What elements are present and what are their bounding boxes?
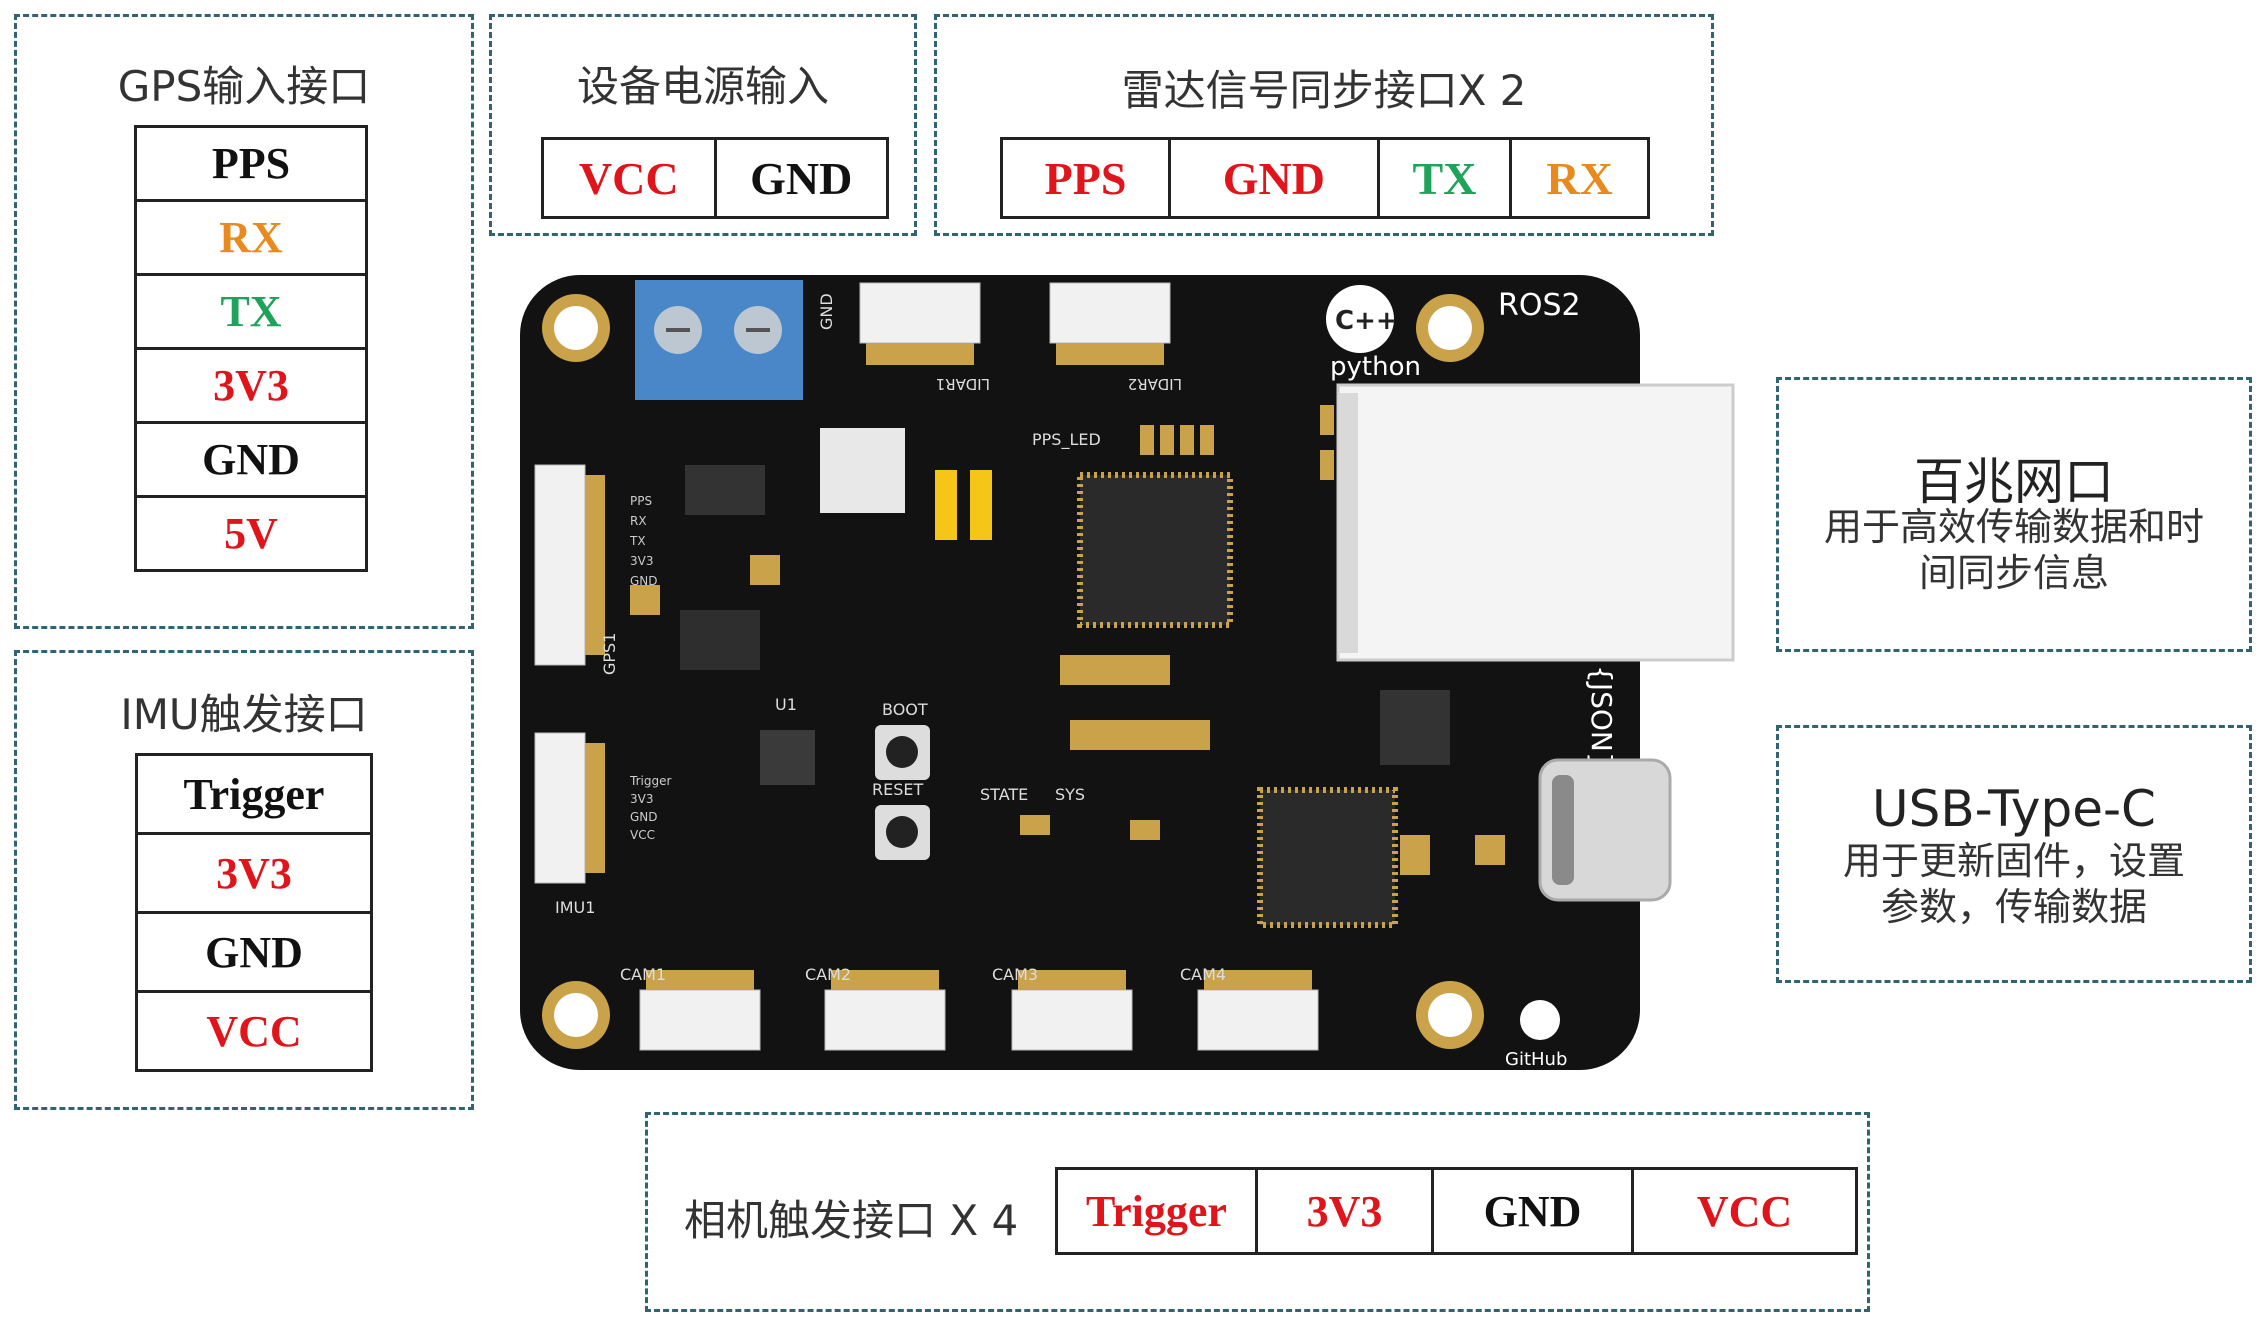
- cam3-connector: [1011, 970, 1133, 1051]
- power-pin-vcc: VCC: [541, 137, 717, 219]
- camera-pin-trigger: Trigger: [1055, 1167, 1258, 1255]
- ethernet-port: [1336, 383, 1735, 662]
- radar-pin-tx: TX: [1376, 137, 1513, 219]
- usb-desc-line2: 参数，传输数据: [1880, 885, 2147, 929]
- board-label-github: GitHub: [1505, 1049, 1567, 1070]
- board-imu-pin-gnd: GND: [630, 810, 658, 824]
- ethernet-desc-line2: 间同步信息: [1918, 551, 2109, 595]
- board-gps-pin-gnd: GND: [630, 574, 658, 588]
- gps-interface-box: GPS输入接口 PPS RX TX 3V3 GND 5V: [14, 14, 474, 629]
- board-label-pps-led: PPS_LED: [1032, 430, 1101, 450]
- board-label-u1: U1: [775, 695, 797, 714]
- radar-pin-gnd: GND: [1168, 137, 1380, 219]
- ethernet-title: 百兆网口: [1914, 453, 2114, 511]
- eth-phy-chip: [1380, 690, 1450, 765]
- board-label-boot: BOOT: [882, 700, 928, 719]
- usb-title: USB-Type-C: [1872, 780, 2156, 838]
- gps-pin-rx: RX: [134, 199, 368, 276]
- imu-pin-3v3: 3V3: [135, 832, 373, 914]
- mounting-holes: [542, 294, 1484, 1049]
- board-gps-pin-tx: TX: [629, 534, 646, 548]
- board-label-lidar1: LIDAR1: [936, 375, 990, 393]
- usb-desc-line1: 用于更新固件，设置: [1842, 839, 2185, 883]
- board-label-cam3: CAM3: [992, 965, 1038, 984]
- camera-pin-table: Trigger 3V3 GND VCC: [1055, 1167, 1858, 1255]
- board-label-gnd: GND: [817, 293, 836, 330]
- radar-pin-pps: PPS: [999, 137, 1172, 219]
- board-imu-pin-3v3: 3V3: [630, 792, 653, 806]
- board-label-python: python: [1330, 352, 1421, 382]
- cpp-logo: [1326, 285, 1394, 353]
- board-gps-pin-pps: PPS: [630, 494, 652, 508]
- pcb-board-illustration: GND LIDAR1 LIDAR2 PPS_LED C++ python ROS…: [520, 275, 1735, 1070]
- imu-sensor-chip: [760, 730, 815, 785]
- gps-pin-pps: PPS: [134, 125, 368, 202]
- radar-pin-table: PPS GND TX RX: [999, 137, 1650, 219]
- power-pin-table: VCC GND: [541, 137, 889, 219]
- radar-pin-rx: RX: [1509, 137, 1650, 219]
- board-imu-pin-trigger: Trigger: [629, 774, 671, 788]
- imu-pin-vcc: VCC: [135, 990, 373, 1072]
- gps-pin-table: PPS RX TX 3V3 GND 5V: [134, 125, 368, 572]
- board-label-imu1: IMU1: [555, 898, 595, 917]
- board-label-reset: RESET: [872, 780, 923, 799]
- gps1-connector: [534, 464, 605, 666]
- board-label-lidar2: LIDAR2: [1128, 375, 1182, 393]
- radar-sync-box: 雷达信号同步接口X 2 PPS GND TX RX: [934, 14, 1714, 236]
- power-input-box: 设备电源输入 VCC GND: [489, 14, 917, 236]
- lidar2-connector: [1049, 282, 1171, 365]
- board-gps-pin-rx: RX: [630, 514, 647, 528]
- camera-trigger-title: 相机触发接口 X 4: [684, 1196, 1019, 1245]
- ethernet-desc-line1: 用于高效传输数据和时: [1823, 505, 2204, 549]
- imu-pin-table: Trigger 3V3 GND VCC: [135, 753, 373, 1072]
- board-label-json: {JSON}: [1585, 665, 1618, 770]
- github-logo: [1520, 1000, 1560, 1040]
- imu1-connector: [534, 732, 605, 884]
- gps-pin-3v3: 3V3: [134, 347, 368, 424]
- cam2-connector: [824, 970, 946, 1051]
- cam4-connector: [1197, 970, 1319, 1051]
- camera-pin-vcc: VCC: [1631, 1167, 1858, 1255]
- regulator-chip: [680, 610, 760, 670]
- power-terminal-block: [635, 280, 803, 400]
- board-label-cam2: CAM2: [805, 965, 851, 984]
- usb-info-box: USB-Type-C 用于更新固件，设置 参数，传输数据: [1776, 725, 2252, 983]
- radar-sync-title: 雷达信号同步接口X 2: [1121, 66, 1527, 115]
- cam1-connector: [639, 970, 761, 1051]
- ethernet-info-box: 百兆网口 用于高效传输数据和时 间同步信息: [1776, 377, 2252, 652]
- board-label-cam1: CAM1: [620, 965, 666, 984]
- board-gps-pin-3v3: 3V3: [630, 554, 653, 568]
- power-pin-gnd: GND: [713, 137, 889, 219]
- secondary-chip: [1257, 787, 1398, 928]
- gps-pin-tx: TX: [134, 273, 368, 350]
- board-label-cpp: C++: [1335, 306, 1398, 336]
- imu-trigger-box: IMU触发接口 Trigger 3V3 GND VCC: [14, 650, 474, 1110]
- power-input-title: 设备电源输入: [576, 62, 829, 111]
- camera-pin-3v3: 3V3: [1255, 1167, 1434, 1255]
- board-imu-pin-vcc: VCC: [630, 828, 655, 842]
- smd-pads: [630, 405, 1505, 875]
- board-label-state: STATE: [980, 785, 1028, 804]
- board-label-sys: SYS: [1055, 785, 1085, 804]
- camera-pin-gnd: GND: [1431, 1167, 1634, 1255]
- inductor: [820, 428, 905, 513]
- gps-pin-5v: 5V: [134, 495, 368, 572]
- board-label-cam4: CAM4: [1180, 965, 1226, 984]
- camera-trigger-box: 相机触发接口 X 4 Trigger 3V3 GND VCC: [645, 1112, 1870, 1312]
- board-label-gps1: GPS1: [600, 633, 619, 675]
- capacitor-2: [970, 470, 992, 540]
- board-label-ros2: ROS2: [1498, 288, 1581, 323]
- gps-interface-title: GPS输入接口: [117, 62, 371, 111]
- lidar1-connector: [859, 282, 981, 365]
- usb-c-port: [1538, 758, 1672, 902]
- gps-pin-gnd: GND: [134, 421, 368, 498]
- capacitor-1: [935, 470, 957, 540]
- imu-trigger-title: IMU触发接口: [120, 690, 368, 739]
- mcu-chip: [1077, 472, 1233, 628]
- imu-pin-trigger: Trigger: [135, 753, 373, 835]
- diode-chip: [685, 465, 765, 515]
- imu-pin-gnd: GND: [135, 911, 373, 993]
